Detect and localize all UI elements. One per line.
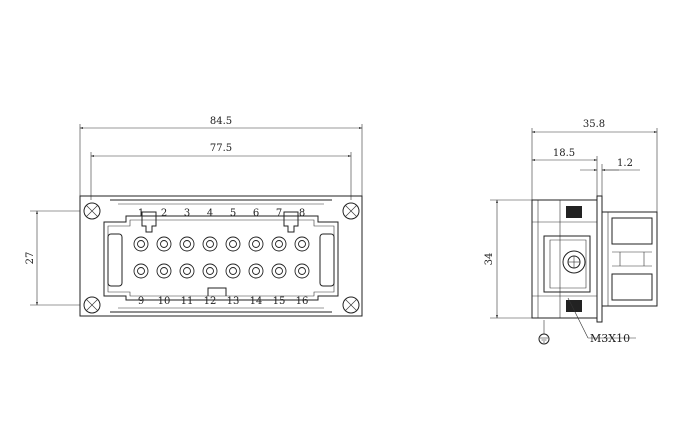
contact-pin-7 xyxy=(271,236,287,252)
side-body xyxy=(531,199,598,319)
pin-label-9: 9 xyxy=(138,296,144,307)
pin-label-6: 6 xyxy=(253,208,259,219)
dim-flange-thickness: 1.2 xyxy=(617,158,633,169)
pin-label-11: 11 xyxy=(181,296,194,307)
pin-label-12: 12 xyxy=(204,296,217,307)
side-view: 35.8 18.5 1.2 34 xyxy=(484,119,658,345)
contact-pin-15 xyxy=(271,263,287,279)
ground-screw xyxy=(562,250,586,274)
pin-label-10: 10 xyxy=(158,296,171,307)
contact-pin-14 xyxy=(248,263,264,279)
pin-label-14: 14 xyxy=(250,296,263,307)
screw-spec-label: M3X10 xyxy=(590,332,630,345)
coding-key-left xyxy=(141,211,157,233)
pin-label-5: 5 xyxy=(230,208,236,219)
contact-pin-3 xyxy=(179,236,195,252)
mount-hole-top-right xyxy=(342,202,360,220)
mount-hole-bottom-left xyxy=(83,296,101,314)
dim-side-height: 34 xyxy=(484,253,495,266)
pin-label-1: 1 xyxy=(138,208,144,219)
pin-label-2: 2 xyxy=(161,208,167,219)
coding-key-bottom xyxy=(207,287,227,296)
pin-labels-top: 1 2 3 4 5 6 7 8 xyxy=(138,208,305,219)
side-flange xyxy=(596,195,603,323)
pin-label-8: 8 xyxy=(299,208,305,219)
latch-right xyxy=(319,233,335,287)
contact-pin-12 xyxy=(202,263,218,279)
dim-side-depth: 35.8 xyxy=(583,119,605,130)
side-rear-body xyxy=(602,211,658,307)
mount-hole-top-left xyxy=(83,202,101,220)
contact-pin-8 xyxy=(294,236,310,252)
pin-label-15: 15 xyxy=(273,296,286,307)
pin-label-3: 3 xyxy=(184,208,190,219)
contact-pin-4 xyxy=(202,236,218,252)
pin-label-13: 13 xyxy=(227,296,240,307)
insert-outline xyxy=(103,215,339,301)
pin-label-4: 4 xyxy=(207,208,213,219)
contact-pin-16 xyxy=(294,263,310,279)
contact-pin-2 xyxy=(156,236,172,252)
pin-label-7: 7 xyxy=(276,208,282,219)
mount-hole-bottom-right xyxy=(342,296,360,314)
housing-flange xyxy=(79,195,363,317)
contact-pin-1 xyxy=(133,236,149,252)
pin-labels-bottom: 9 10 11 12 13 14 15 16 xyxy=(138,296,309,307)
dim-height-front: 27 xyxy=(25,252,36,265)
dim-hole-spacing: 77.5 xyxy=(210,143,232,154)
latch-left xyxy=(107,233,123,287)
coding-key-right xyxy=(283,211,299,233)
contact-pin-6 xyxy=(248,236,264,252)
dim-side-partial: 18.5 xyxy=(553,148,575,159)
ground-symbol-icon xyxy=(538,333,550,345)
latch-block-top xyxy=(566,206,582,218)
contact-pin-13 xyxy=(225,263,241,279)
contact-pin-9 xyxy=(133,263,149,279)
contact-pin-10 xyxy=(156,263,172,279)
screw-leader xyxy=(567,297,589,339)
latch-block-bottom xyxy=(566,300,582,312)
front-view: 84.5 77.5 27 xyxy=(25,116,363,317)
contact-pin-5 xyxy=(225,236,241,252)
contact-pins xyxy=(133,236,310,279)
dim-overall-width: 84.5 xyxy=(210,116,232,127)
pin-label-16: 16 xyxy=(296,296,309,307)
contact-pin-11 xyxy=(179,263,195,279)
